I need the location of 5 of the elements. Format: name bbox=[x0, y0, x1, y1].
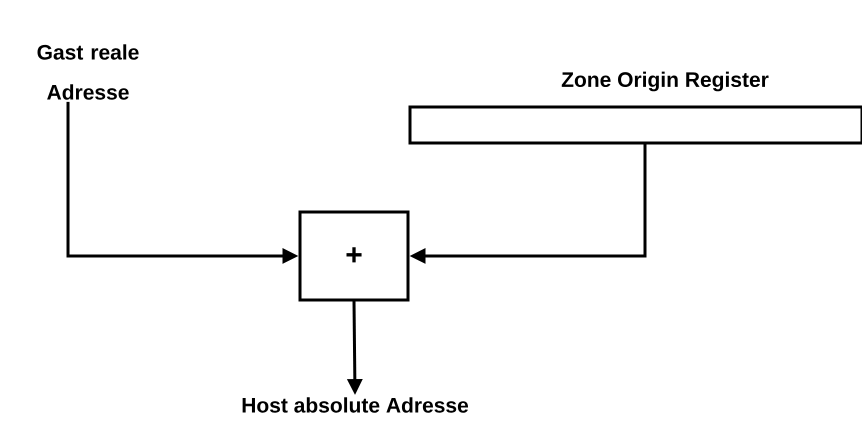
address-label: Gast reale Adresse bbox=[38, 44, 139, 100]
address-label: Host absolute Adresse bbox=[242, 397, 468, 413]
node-label: Zone Origin Register bbox=[562, 72, 769, 92]
register-box: Zone Origin Register bbox=[408, 72, 862, 144]
adder-box: + bbox=[298, 210, 410, 302]
